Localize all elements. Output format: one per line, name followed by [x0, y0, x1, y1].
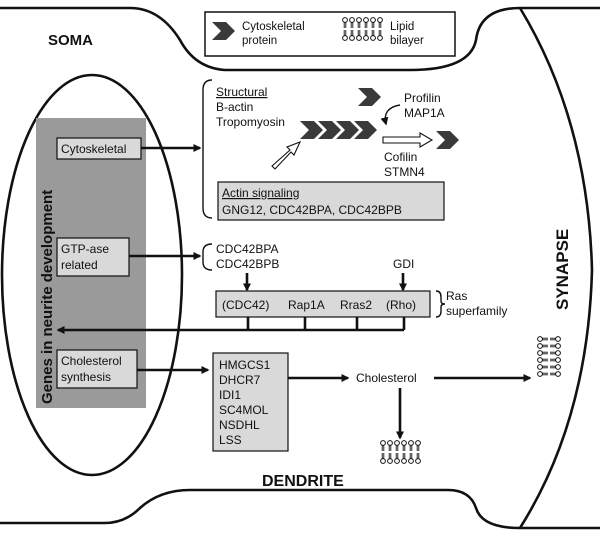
legend-box: [204, 11, 456, 57]
cholesterol-gene-2: DHCR7: [219, 373, 261, 387]
category-cholesterol-line2: synthesis: [61, 370, 111, 384]
cholesterol-gene-1: HMGCS1: [219, 358, 271, 372]
cholesterol-gene-6: LSS: [219, 433, 242, 447]
synapse-label: SYNAPSE: [553, 229, 572, 310]
ras-member-rap1a: Rap1A: [288, 298, 325, 312]
actin-signaling-genes: GNG12, CDC42BPA, CDC42BPB: [222, 203, 402, 217]
category-cholesterol-box: [56, 349, 138, 389]
category-gtpase-line2: related: [61, 258, 98, 272]
upstream-cdc42bpa: CDC42BPA: [216, 242, 278, 256]
gtpase-bracket: [202, 243, 213, 271]
dendrite-lipid-bilayer-icon: [380, 440, 421, 464]
cholesterol-gene-5: NSDHL: [219, 418, 260, 432]
legend-cytoskeletal-line2: protein: [242, 35, 277, 47]
actin-signaling-box: [217, 181, 445, 221]
hollow-arrow-right: [382, 132, 434, 148]
cell-membrane-bottom: [0, 488, 600, 530]
category-cytoskeletal: Cytoskeletal: [61, 142, 126, 156]
profilin-curve-arrow: [380, 104, 401, 126]
cell-membrane-top: [0, 6, 600, 72]
cholesterol-genes-box: [212, 352, 289, 452]
category-cholesterol-line1: Cholesterol: [61, 354, 122, 368]
ras-member-rras2: Rras2: [340, 298, 372, 312]
ras-member-cdc42: (CDC42): [222, 298, 269, 312]
category-gtpase-box: [56, 237, 130, 277]
category-gtpase-line1: GTP-ase: [61, 242, 109, 256]
profilin-label: Profilin: [404, 91, 441, 105]
upstream-cdc42bpb: CDC42BPB: [216, 257, 279, 271]
ras-superfamily-line2: superfamily: [446, 304, 507, 318]
ras-member-rho: (Rho): [386, 298, 416, 312]
structural-item-1: B-actin: [216, 100, 253, 114]
cholesterol-product-label: Cholesterol: [356, 371, 417, 385]
structural-item-2: Tropomyosin: [216, 115, 285, 129]
synapse-lipid-bilayer-icon: [537, 336, 561, 377]
cholesterol-gene-4: SC4MOL: [219, 403, 269, 417]
cytoskeletal-bracket: [202, 79, 213, 219]
legend-lipid-line1: Lipid: [390, 21, 414, 33]
dendrite-label: DENDRITE: [262, 473, 344, 490]
cofilin-label: Cofilin: [384, 150, 417, 164]
soma-nucleus: [0, 73, 184, 477]
stmn4-label: STMN4: [384, 165, 425, 179]
structural-heading: Structural: [216, 85, 267, 99]
gdi-label: GDI: [393, 257, 414, 271]
actin-signaling-heading: Actin signaling: [222, 186, 299, 200]
hollow-arrow-up: [271, 141, 302, 170]
ras-superfamily-box: [215, 290, 431, 318]
monomer-right-icon: [436, 131, 459, 149]
map1a-label: MAP1A: [404, 106, 445, 120]
actin-filament-icon: [300, 121, 377, 139]
legend-lipid-line2: bilayer: [390, 35, 424, 47]
ras-bracket: [435, 290, 446, 318]
monomer-top-icon: [358, 88, 381, 106]
ras-feedback-connector: [56, 317, 406, 334]
soma-label: SOMA: [48, 32, 93, 49]
cholesterol-gene-3: IDI1: [219, 388, 241, 402]
synapse-membrane: [518, 7, 594, 529]
legend-cytoskeletal-line1: Cytoskeletal: [242, 21, 305, 33]
genes-panel-title: Genes in neurite development: [39, 190, 56, 404]
ras-superfamily-line1: Ras: [446, 289, 467, 303]
